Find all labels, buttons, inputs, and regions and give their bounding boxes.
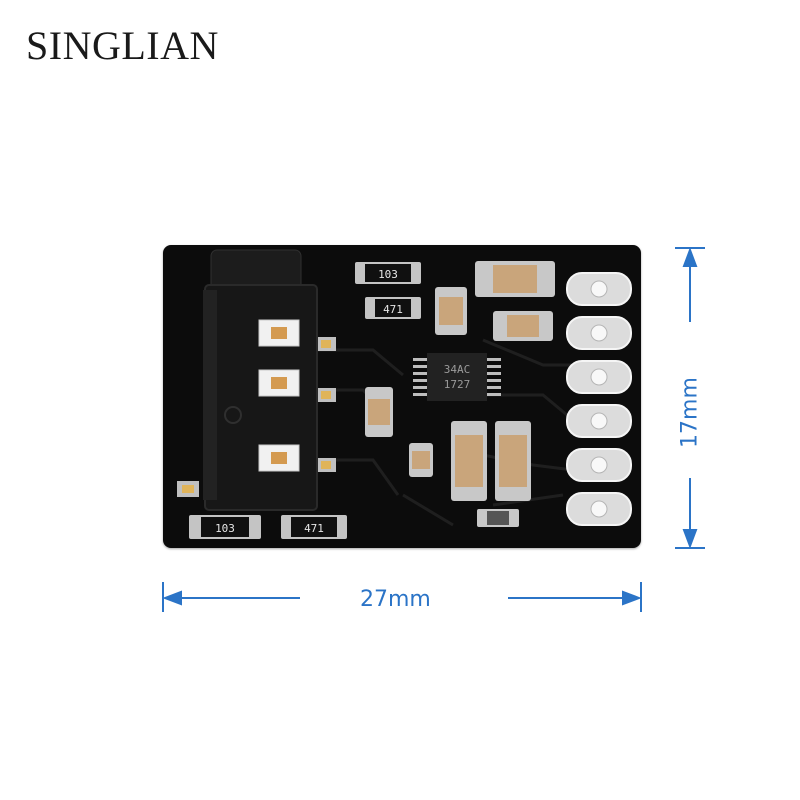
resistor-r1: 103 (355, 262, 421, 284)
brand-logo-text: SINGLIAN (26, 23, 219, 68)
capacitor-c1 (435, 287, 467, 335)
capacitor-c6 (451, 421, 487, 501)
capacitor-c5 (409, 443, 433, 477)
capacitor-c2 (475, 261, 555, 297)
width-dimension-label: 27mm (360, 587, 431, 612)
resistor-r1-code: 103 (378, 268, 398, 281)
amplifier-ic: 34AC 1727 (413, 353, 501, 401)
audio-jack (177, 249, 336, 511)
resistor-r3-code: 103 (215, 522, 235, 535)
pcb-artwork: 103 471 (177, 249, 632, 539)
ic-marking-line1: 34AC (444, 363, 471, 376)
header-pads (566, 272, 632, 526)
capacitor-c3 (493, 311, 553, 341)
ic-marking-line2: 1727 (444, 378, 471, 391)
capacitor-c7 (495, 421, 531, 501)
capacitor-c4 (365, 387, 393, 437)
resistor-r2: 471 (365, 297, 421, 319)
capacitor-c8 (477, 509, 519, 527)
height-dimension-label: 17mm (677, 377, 703, 448)
resistor-r4-code: 471 (304, 522, 324, 535)
pcb-board: 103 471 (163, 245, 641, 548)
resistor-r2-code: 471 (383, 303, 403, 316)
resistor-r3: 103 (189, 515, 261, 539)
resistor-r4: 471 (281, 515, 347, 539)
